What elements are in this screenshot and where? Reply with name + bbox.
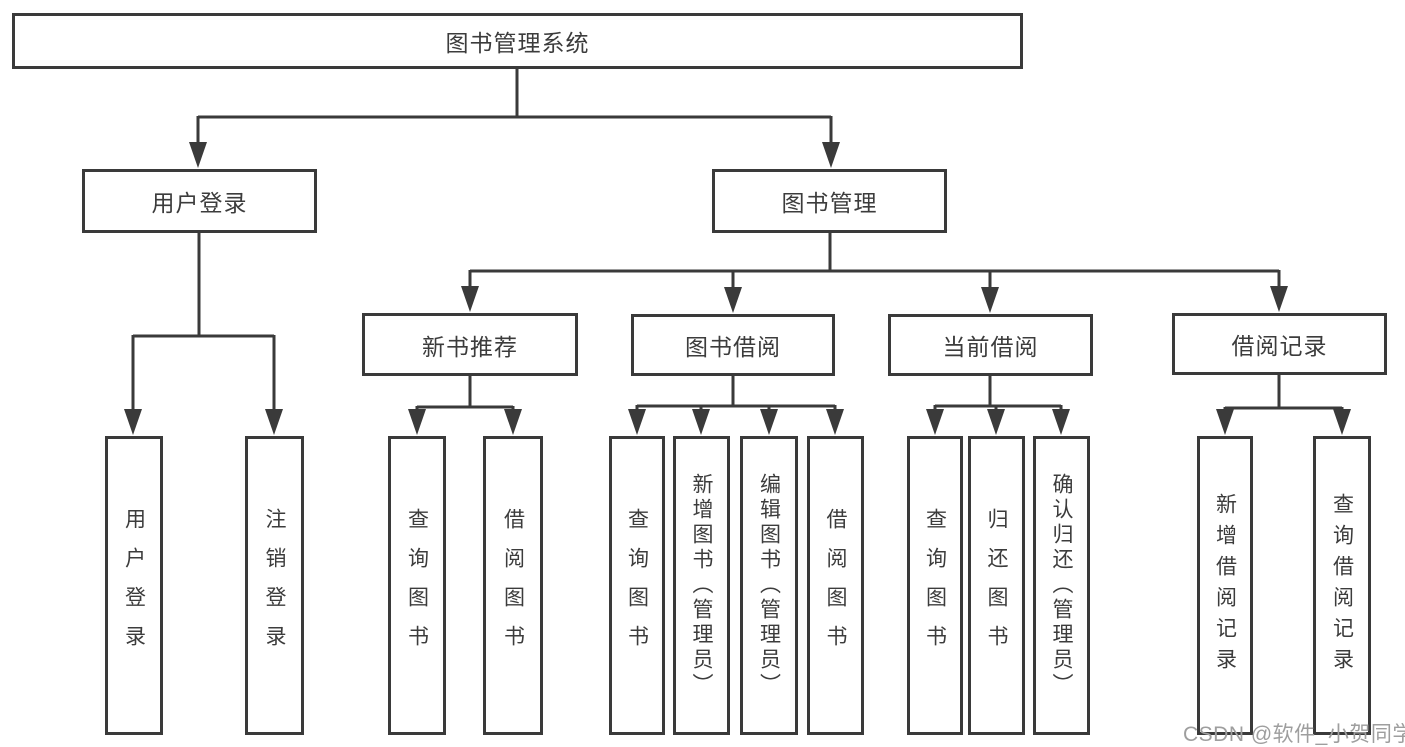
node-label: 查询图书 xyxy=(625,507,649,664)
node-label: 注销登录 xyxy=(263,507,286,664)
node-label: 当前借阅 xyxy=(942,334,1039,360)
arrowhead-icon xyxy=(981,287,999,313)
node-label: 查询图书 xyxy=(923,507,947,664)
node-leaf-borrow-books-2: 借阅图书 xyxy=(807,436,864,735)
node-label: 确认归还（管理员） xyxy=(1050,473,1073,698)
node-book-borrowing: 图书借阅 xyxy=(631,314,835,376)
node-leaf-add-borrow-record: 新增借阅记录 xyxy=(1197,436,1253,735)
arrowhead-icon xyxy=(926,409,944,435)
arrowhead-icon xyxy=(692,409,710,435)
node-leaf-logout: 注销登录 xyxy=(245,436,304,735)
node-leaf-add-books: 新增图书（管理员） xyxy=(673,436,730,735)
arrowhead-icon xyxy=(461,286,479,312)
arrowhead-icon xyxy=(822,142,840,168)
arrowhead-icon xyxy=(408,409,426,435)
node-leaf-borrow-books-1: 借阅图书 xyxy=(483,436,543,735)
arrowhead-icon xyxy=(124,409,142,435)
arrowhead-icon xyxy=(760,409,778,435)
node-label: 查询图书 xyxy=(405,507,429,664)
node-label: 用户登录 xyxy=(151,190,248,216)
arrowhead-icon xyxy=(628,409,646,435)
node-user-login: 用户登录 xyxy=(82,169,317,233)
node-book-management: 图书管理 xyxy=(712,169,947,233)
node-label: 借阅记录 xyxy=(1231,333,1328,359)
node-new-book-recommend: 新书推荐 xyxy=(362,313,578,376)
node-leaf-query-books-3: 查询图书 xyxy=(907,436,963,735)
arrowhead-icon xyxy=(1333,409,1351,435)
node-label: 图书借阅 xyxy=(685,334,781,360)
arrowhead-icon xyxy=(189,142,207,168)
node-label: 查询借阅记录 xyxy=(1330,492,1354,679)
node-leaf-confirm-return: 确认归还（管理员） xyxy=(1033,436,1090,735)
node-leaf-query-books-2: 查询图书 xyxy=(609,436,665,735)
arrowhead-icon xyxy=(987,409,1005,435)
watermark: CSDN @软件_小贺同学 xyxy=(1183,723,1405,746)
node-root: 图书管理系统 xyxy=(12,13,1023,69)
node-borrowing-records: 借阅记录 xyxy=(1172,313,1387,375)
arrowhead-icon xyxy=(724,287,742,313)
node-leaf-query-books-1: 查询图书 xyxy=(388,436,446,735)
arrowhead-icon xyxy=(1052,409,1070,435)
arrowhead-icon xyxy=(265,409,283,435)
node-leaf-query-borrow-record: 查询借阅记录 xyxy=(1313,436,1371,735)
node-label: 编辑图书（管理员） xyxy=(757,473,781,698)
node-label: 归还图书 xyxy=(985,507,1008,664)
arrowhead-icon xyxy=(826,409,844,435)
arrowhead-icon xyxy=(1270,286,1288,312)
node-leaf-user-login: 用户登录 xyxy=(105,436,163,735)
node-label: 借阅图书 xyxy=(824,507,847,664)
node-leaf-return-books: 归还图书 xyxy=(968,436,1025,735)
node-label: 图书管理系统 xyxy=(445,30,590,56)
node-current-borrowing: 当前借阅 xyxy=(888,314,1093,376)
node-label: 图书管理 xyxy=(781,190,878,216)
node-label: 借阅图书 xyxy=(501,507,525,664)
arrowhead-icon xyxy=(504,409,522,435)
arrowhead-icon xyxy=(1216,409,1234,435)
node-label: 新增借阅记录 xyxy=(1213,492,1237,679)
node-label: 新书推荐 xyxy=(422,333,518,360)
node-leaf-edit-books: 编辑图书（管理员） xyxy=(740,436,798,735)
node-label: 用户登录 xyxy=(122,507,146,664)
node-label: 新增图书（管理员） xyxy=(690,473,713,698)
